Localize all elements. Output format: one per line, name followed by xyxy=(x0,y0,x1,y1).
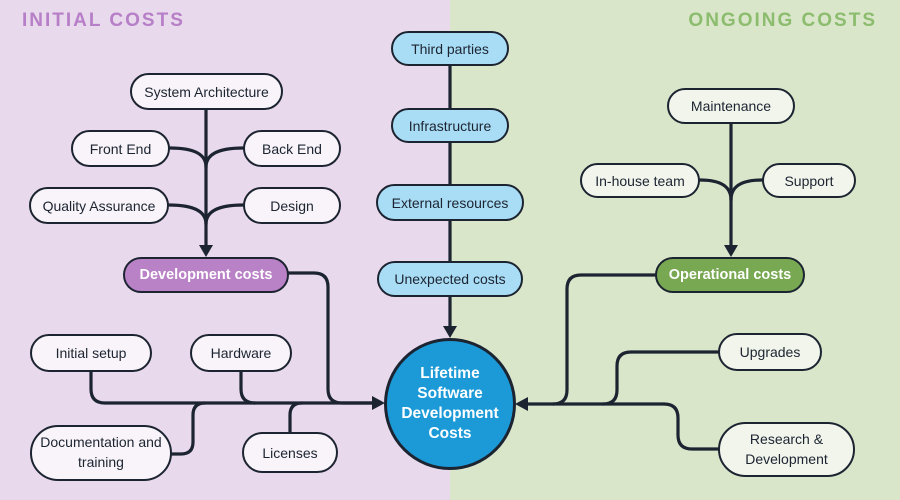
edge-licenses xyxy=(288,401,304,435)
node-system-architecture: System Architecture xyxy=(130,73,283,110)
edge-operational-costs-to-hub xyxy=(551,273,657,406)
node-back-end: Back End xyxy=(243,130,341,167)
arrow-into-hub-right xyxy=(515,397,528,411)
edge-upgrades xyxy=(601,350,720,406)
ongoing-costs-title: ONGOING COSTS xyxy=(688,10,877,31)
edge-back-end xyxy=(204,146,245,169)
arrow-into-development-costs xyxy=(199,245,213,257)
node-external-resources: External resources xyxy=(376,184,524,221)
node-operational-costs: Operational costs xyxy=(655,257,805,293)
arrow-into-hub-top xyxy=(443,326,457,338)
edge-in-house-team xyxy=(698,178,733,202)
node-development-costs: Development costs xyxy=(123,257,289,293)
edge-front-end xyxy=(168,146,208,169)
initial-costs-title: INITIAL COSTS xyxy=(22,10,185,31)
node-licenses: Licenses xyxy=(242,432,338,473)
edge-development-costs-to-hub xyxy=(287,271,374,405)
node-upgrades: Upgrades xyxy=(718,333,822,371)
node-in-house-team: In-house team xyxy=(580,163,700,198)
hub-label: Lifetime Software Development Costs xyxy=(401,365,499,442)
node-third-parties: Third parties xyxy=(391,31,509,66)
edge-support xyxy=(729,178,764,202)
node-support: Support xyxy=(762,163,856,198)
ongoing-costs-background xyxy=(450,0,900,500)
arrow-into-hub-left xyxy=(372,396,385,410)
edge-documentation-training xyxy=(170,401,207,456)
edge-hardware xyxy=(239,370,257,405)
edge-design xyxy=(204,203,245,226)
node-infrastructure: Infrastructure xyxy=(391,108,509,143)
edge-research-development xyxy=(662,402,720,451)
node-hardware: Hardware xyxy=(190,334,292,372)
node-design: Design xyxy=(243,187,341,224)
edge-quality-assurance xyxy=(167,203,208,226)
node-quality-assurance: Quality Assurance xyxy=(29,187,169,224)
hub-lifetime-software-development-costs: Lifetime Software Development Costs xyxy=(384,338,516,470)
node-unexpected-costs: Unexpected costs xyxy=(377,261,523,297)
node-documentation-training: Documentation and training xyxy=(30,425,172,481)
node-research-development: Research & Development xyxy=(718,422,855,477)
node-initial-setup: Initial setup xyxy=(30,334,152,372)
node-maintenance: Maintenance xyxy=(667,88,795,124)
edge-initial-setup-to-hub xyxy=(89,370,374,405)
node-front-end: Front End xyxy=(71,130,170,167)
arrow-into-operational-costs xyxy=(724,245,738,257)
